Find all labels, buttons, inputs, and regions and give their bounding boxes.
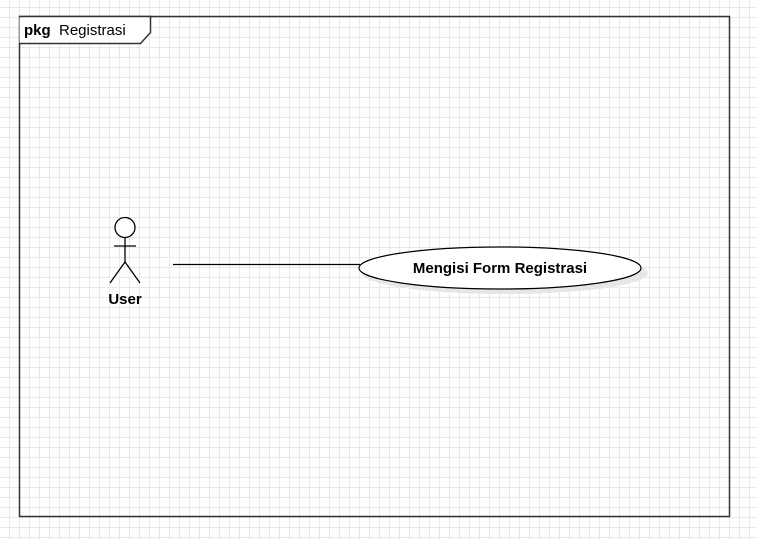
actor-user[interactable]: [109, 216, 141, 284]
package-name: Registrasi: [59, 22, 126, 39]
use-case-label: Mengisi Form Registrasi: [413, 260, 587, 277]
package-tab: [19, 15, 152, 45]
actor-label: User: [108, 291, 142, 308]
actor-head: [114, 216, 136, 239]
actor-left-leg: [109, 261, 126, 284]
package-frame[interactable]: [18, 15, 731, 518]
use-case-ellipse[interactable]: [358, 246, 642, 290]
package-keyword: pkg: [24, 22, 51, 39]
actor-right-leg: [124, 261, 141, 284]
